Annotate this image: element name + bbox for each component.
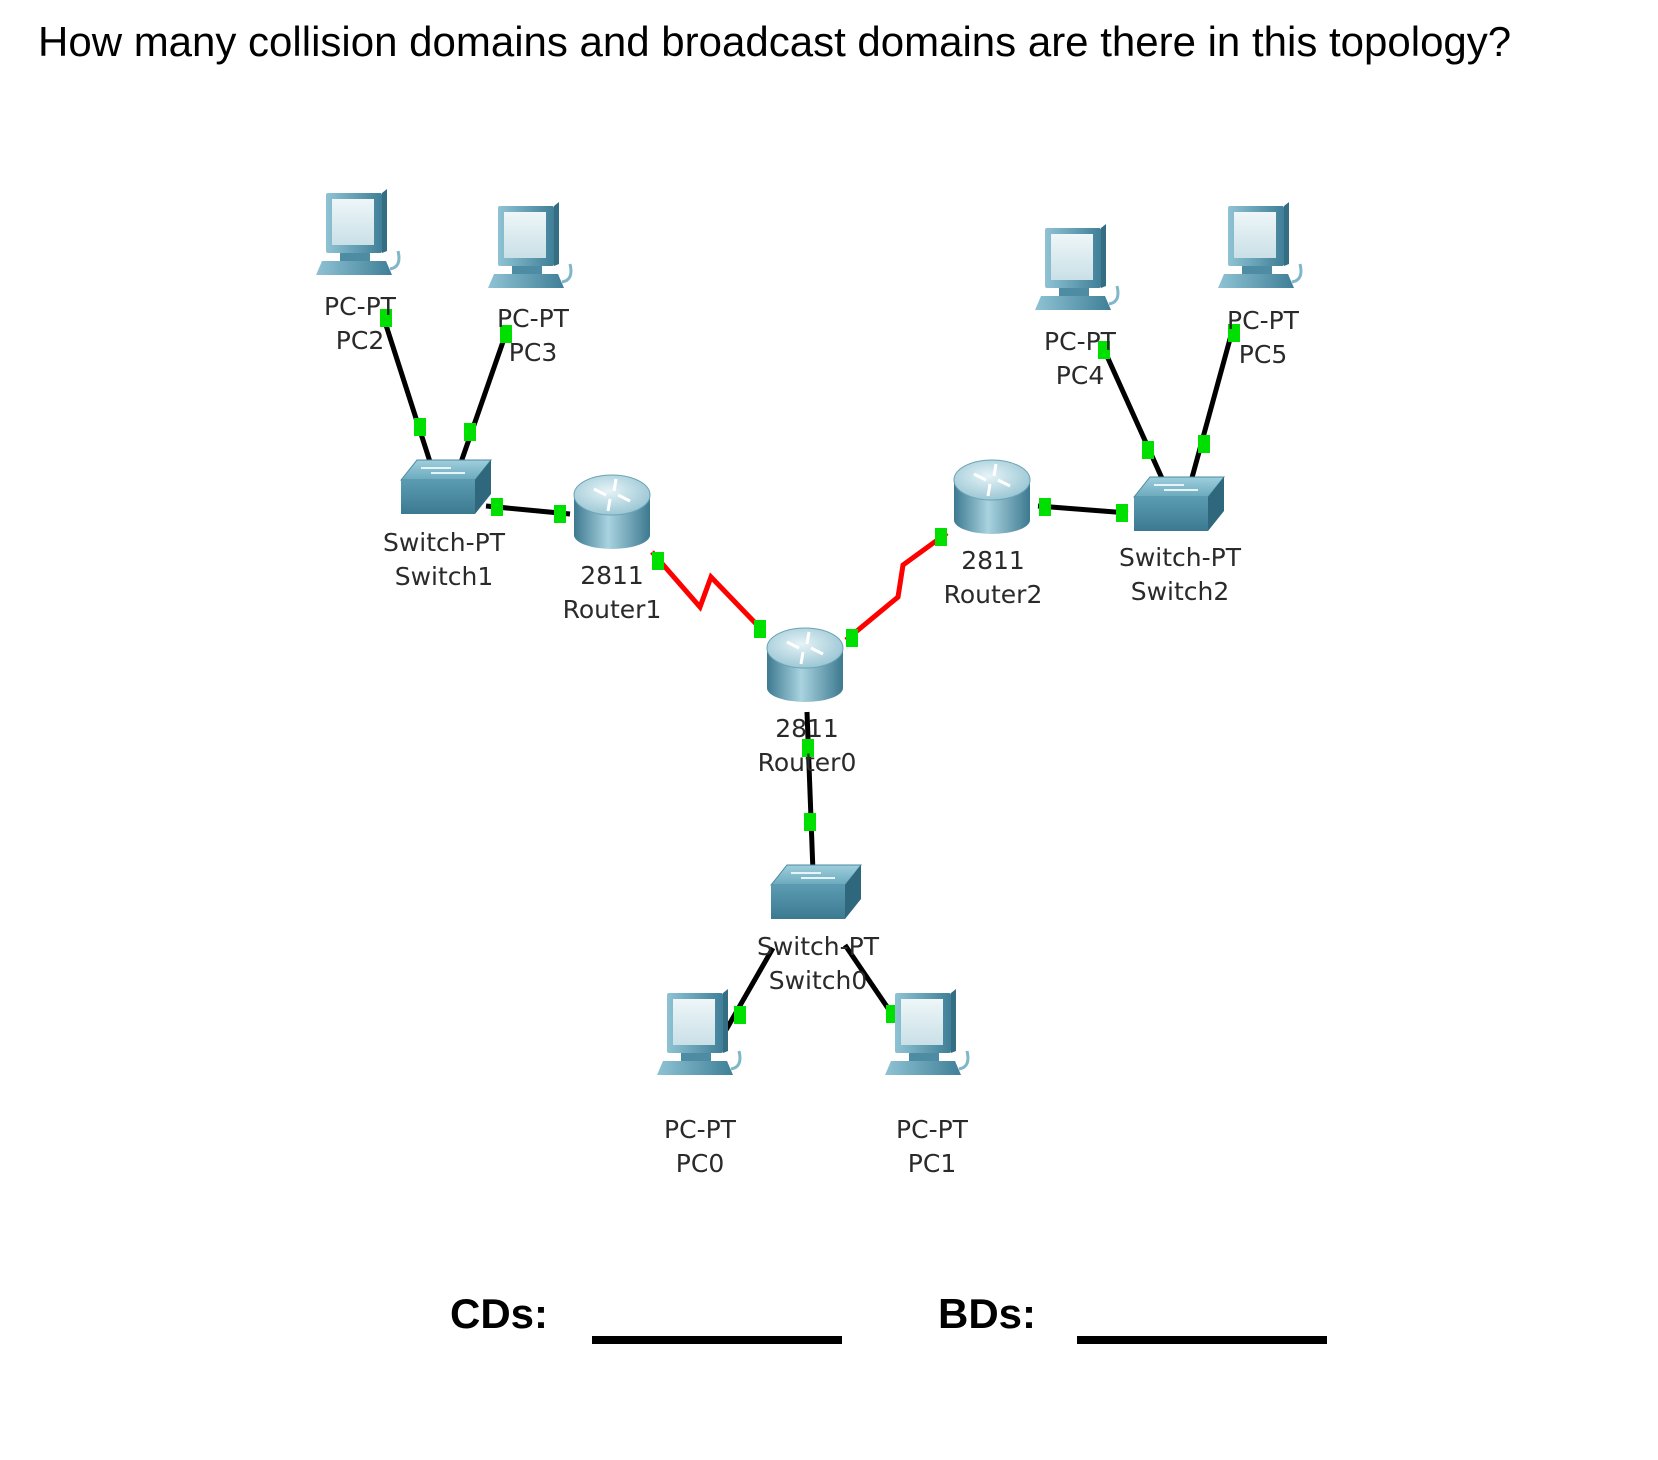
- pc-icon: [657, 989, 742, 1075]
- link-line: [1099, 343, 1168, 487]
- port-status-indicator: [1198, 435, 1210, 453]
- question-text: How many collision domains and broadcast…: [38, 18, 1512, 65]
- device-model-label: PC-PT: [497, 304, 570, 333]
- link-line: [1037, 503, 1129, 516]
- link-line: [1187, 327, 1236, 486]
- device-name-label: Router2: [944, 580, 1043, 609]
- link-line: [723, 946, 776, 1032]
- cds-answer-blank[interactable]: [592, 1336, 842, 1344]
- device-model-label: Switch-PT: [757, 932, 880, 961]
- router-icon: [953, 459, 1031, 534]
- pc-icon: [1035, 224, 1120, 310]
- device-model-label: 2811: [961, 546, 1025, 575]
- ethernet-link-router0-switch0: [804, 711, 816, 873]
- port-status-indicator: [846, 629, 858, 647]
- link-line: [804, 711, 816, 873]
- device-model-label: 2811: [775, 714, 839, 743]
- device-pc1[interactable]: PC-PT PC1: [885, 989, 970, 1178]
- bds-answer-blank[interactable]: [1077, 1336, 1327, 1344]
- ethernet-link-switch0-pc0: [723, 946, 776, 1032]
- device-name-label: PC1: [908, 1149, 956, 1178]
- device-model-label: 2811: [580, 561, 644, 590]
- serial-link-router2-router0: [844, 528, 949, 647]
- router-icon: [573, 474, 651, 549]
- port-status-indicator: [754, 620, 766, 638]
- port-status-indicator: [464, 423, 476, 441]
- device-switch0[interactable]: Switch-PT Switch0: [757, 864, 880, 995]
- router-icon: [766, 627, 844, 702]
- device-name-label: Switch1: [395, 562, 494, 591]
- port-status-indicator: [652, 552, 664, 570]
- device-name-label: PC5: [1239, 340, 1287, 369]
- device-model-label: PC-PT: [324, 292, 397, 321]
- device-switch2[interactable]: Switch-PT Switch2: [1119, 476, 1242, 606]
- port-status-indicator: [1116, 504, 1128, 522]
- port-status-indicator: [491, 498, 503, 516]
- device-name-label: PC4: [1056, 361, 1104, 390]
- ethernet-link-pc5-switch2: [1187, 327, 1236, 486]
- pc-icon: [1218, 202, 1303, 288]
- link-line: [650, 550, 764, 632]
- device-name-label: PC0: [676, 1149, 724, 1178]
- bds-label: BDs:: [938, 1290, 1037, 1337]
- switch-icon: [399, 459, 493, 514]
- device-name-label: PC3: [509, 338, 557, 367]
- serial-link-router1-router0: [650, 550, 766, 638]
- port-status-indicator: [1039, 498, 1051, 516]
- device-pc0[interactable]: PC-PT PC0: [657, 989, 742, 1178]
- port-status-indicator: [380, 309, 392, 327]
- device-switch1[interactable]: Switch-PT Switch1: [383, 459, 506, 591]
- port-status-indicator: [935, 528, 947, 546]
- device-name-label: PC2: [336, 326, 384, 355]
- device-pc4[interactable]: PC-PT PC4: [1035, 224, 1120, 390]
- port-status-indicator: [554, 505, 566, 523]
- port-status-indicator: [1228, 324, 1240, 342]
- device-model-label: PC-PT: [1227, 306, 1300, 335]
- device-pc5[interactable]: PC-PT PC5: [1218, 202, 1303, 369]
- device-name-label: Switch0: [769, 966, 868, 995]
- port-status-indicator: [500, 325, 512, 343]
- port-status-indicator: [414, 418, 426, 436]
- device-pc2[interactable]: PC-PT PC2: [316, 189, 401, 355]
- device-model-label: Switch-PT: [383, 528, 506, 557]
- ethernet-link-router2-switch2: [1037, 498, 1129, 522]
- link-line: [456, 335, 508, 469]
- port-status-indicator: [802, 739, 814, 757]
- port-status-indicator: [734, 1006, 746, 1024]
- ethernet-link-pc3-switch1: [456, 335, 508, 469]
- device-model-label: PC-PT: [896, 1115, 969, 1144]
- device-model-label: PC-PT: [1044, 327, 1117, 356]
- device-pc3[interactable]: PC-PT PC3: [488, 202, 573, 367]
- pc-icon: [885, 989, 970, 1075]
- link-line: [844, 530, 949, 642]
- switch-icon: [769, 864, 863, 919]
- link-line: [382, 321, 435, 469]
- device-name-label: Switch2: [1131, 577, 1230, 606]
- port-status-indicator: [1098, 341, 1110, 359]
- port-status-indicator: [1142, 441, 1154, 459]
- ethernet-link-switch1-router1: [485, 498, 571, 523]
- switch-icon: [1132, 476, 1226, 531]
- device-model-label: Switch-PT: [1119, 543, 1242, 572]
- ethernet-link-pc4-switch2: [1099, 343, 1168, 487]
- pc-icon: [488, 202, 573, 288]
- device-name-label: Router1: [563, 595, 662, 624]
- cds-label: CDs:: [450, 1290, 549, 1337]
- ethernet-link-pc2-switch1: [382, 321, 435, 469]
- device-model-label: PC-PT: [664, 1115, 737, 1144]
- port-status-indicator: [804, 813, 816, 831]
- device-name-label: Router0: [758, 748, 857, 777]
- pc-icon: [316, 189, 401, 275]
